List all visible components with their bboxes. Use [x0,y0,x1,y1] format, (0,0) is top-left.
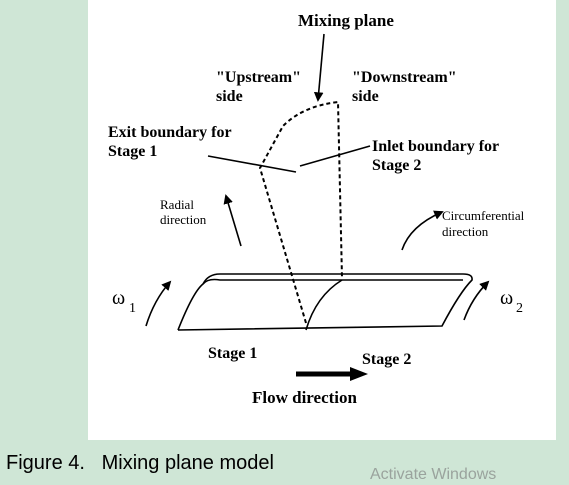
activate-windows-watermark: Activate Windows [370,466,497,483]
rotor-top-edge [202,278,463,285]
radial-arrow [223,194,242,247]
inlet-leader-line [299,145,371,167]
inlet-boundary-label-2: Stage 2 [372,157,421,174]
omega2-subscript: 2 [516,301,523,316]
figure-panel: Mixing plane "Upstream" side "Downstream… [88,0,556,440]
exit-boundary-label-2: Stage 1 [108,143,157,160]
radial-label-2: direction [160,212,207,227]
mixing-plane-diagram: Mixing plane "Upstream" side "Downstream… [108,11,525,407]
mixing-plane-arrow [313,33,325,102]
exit-leader-line [207,155,297,173]
radial-label-1: Radial [160,197,194,212]
upstream-label-1: "Upstream" [216,69,301,86]
omega2-symbol: ω [500,287,513,309]
omega2-arrow [463,280,490,321]
mixing-plane-label: Mixing plane [298,11,394,30]
figure-caption: Figure 4. Mixing plane model [6,452,274,474]
exit-boundary-label-1: Exit boundary for [108,124,232,141]
circumferential-label-1: Circumferential [442,208,525,223]
stage2-label: Stage 2 [362,351,411,368]
omega1-subscript: 1 [129,301,136,316]
omega1-arrow [145,280,172,327]
upstream-label-2: side [216,88,243,105]
stage-interface-curve [305,279,343,331]
downstream-label-1: "Downstream" [352,69,457,86]
flow-direction-label: Flow direction [252,388,358,407]
circumferential-label-2: direction [442,224,489,239]
mixing-plane-outline [258,100,343,324]
stage1-label: Stage 1 [208,345,257,362]
inlet-boundary-label-1: Inlet boundary for [372,138,499,155]
downstream-label-2: side [352,88,379,105]
circumferential-arrow [401,210,444,251]
omega1-symbol: ω [112,287,125,309]
flow-arrow-head [350,367,368,381]
rotor-body [177,273,473,331]
